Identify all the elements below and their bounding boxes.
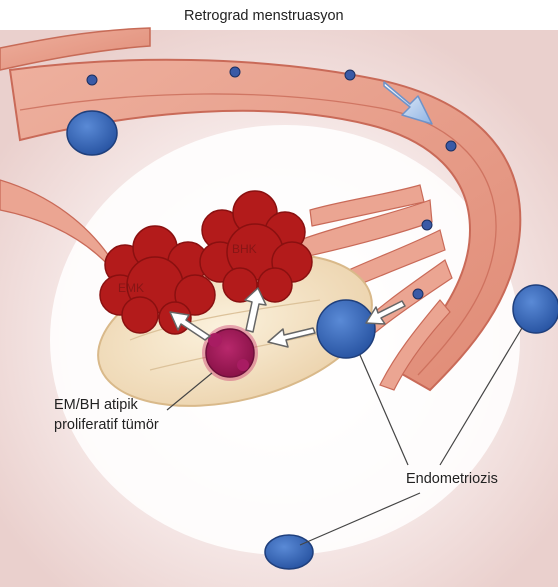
tube-cell [422, 220, 432, 230]
emk-label: EMK [118, 281, 144, 295]
peritoneal-implant-right [513, 285, 558, 333]
ovarian-endometrioma [317, 300, 375, 358]
title-retrograde-menstruation: Retrograd menstruasyon [184, 7, 344, 25]
atypical-label-line1: EM/BH atipik [54, 396, 138, 414]
peritoneal-implant-left [67, 111, 117, 155]
tube-cell [413, 289, 423, 299]
tube-cell [446, 141, 456, 151]
peritoneal-implant-bottom [265, 535, 313, 569]
tube-cell [87, 75, 97, 85]
atypical-proliferative-tumor [202, 325, 258, 381]
tube-cell [345, 70, 355, 80]
atypical-label-line2: proliferatif tümör [54, 416, 159, 434]
endometriosis-label: Endometriozis [406, 470, 498, 488]
tube-cell [230, 67, 240, 77]
bhk-label: BHK [232, 242, 257, 256]
